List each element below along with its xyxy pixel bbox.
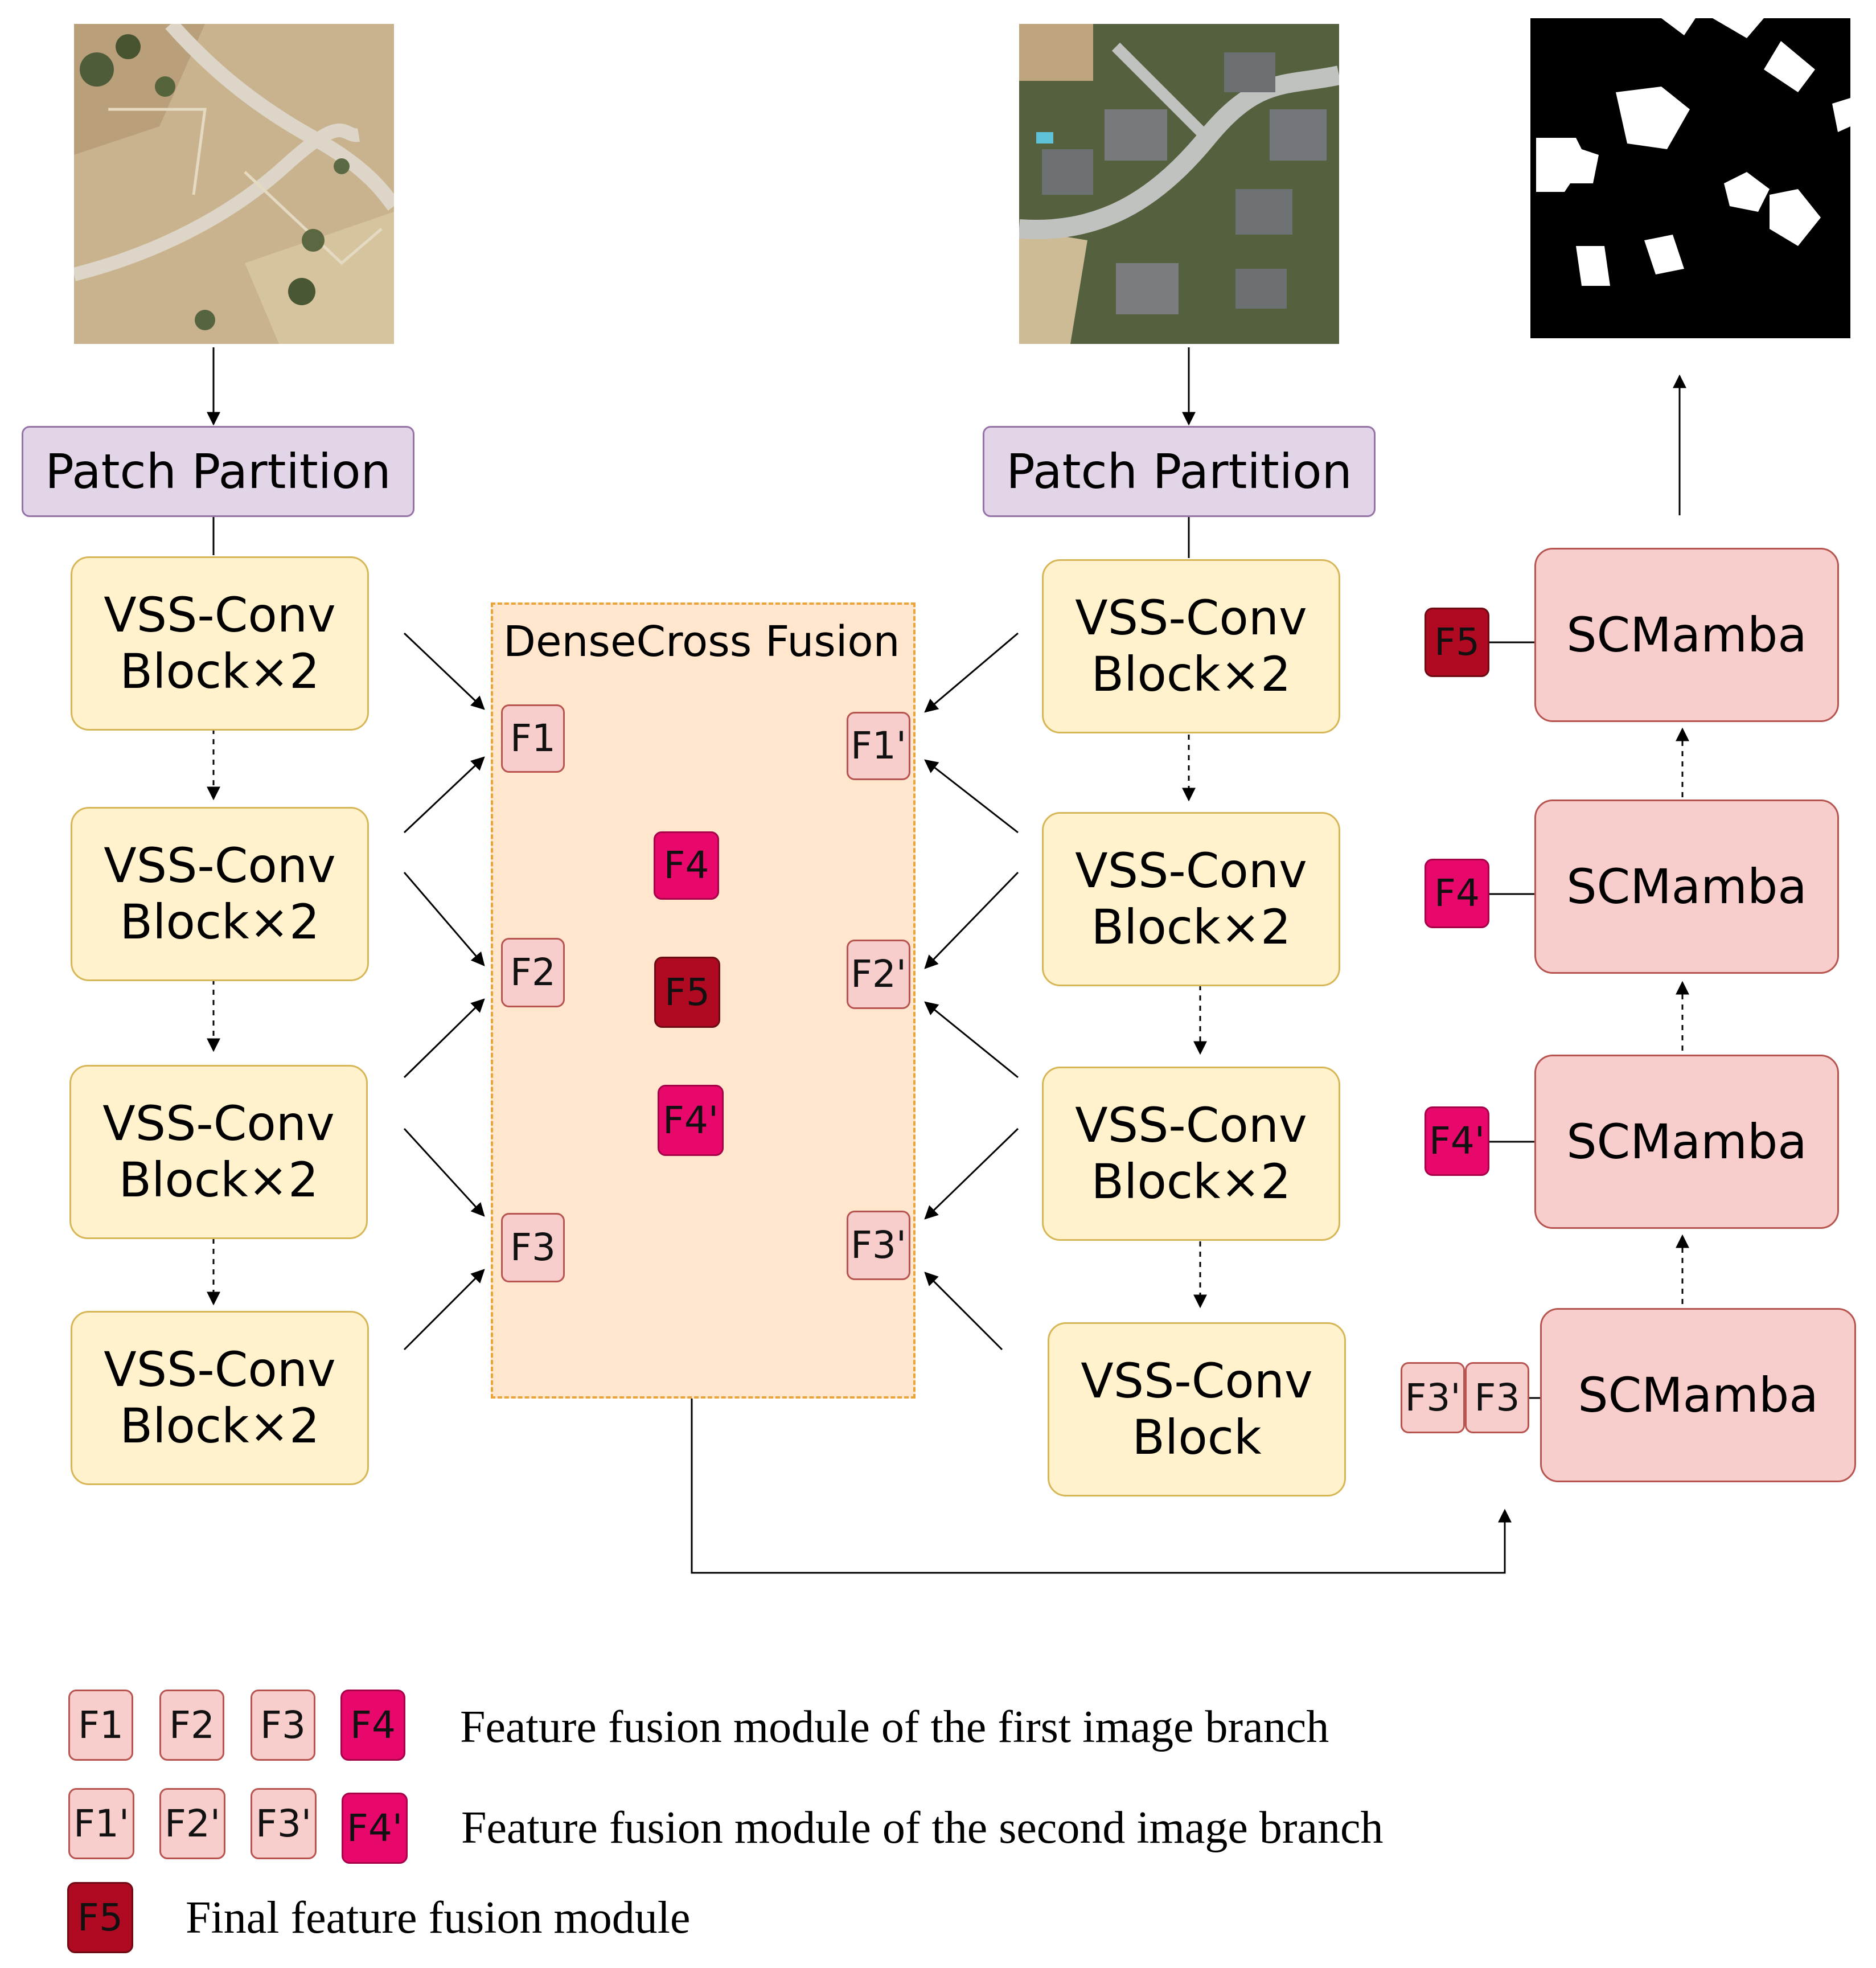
arrow-left2-to-f1 — [403, 756, 485, 834]
vss-block-label: VSS-Conv — [1075, 842, 1307, 899]
legend-f4: F4 — [340, 1690, 405, 1761]
scmamba-block-2: SCMamba — [1534, 800, 1839, 974]
vss-block-left-3: VSS-Conv Block×2 — [69, 1065, 368, 1239]
vss-block-label: Block — [1132, 1409, 1262, 1465]
legend-f3: F3 — [251, 1690, 315, 1761]
decoder-input-f5: F5 — [1425, 608, 1489, 677]
vss-block-label: VSS-Conv — [1075, 1097, 1307, 1153]
vss-block-label: Block×2 — [1091, 1154, 1291, 1210]
vss-block-label: Block×2 — [120, 1398, 320, 1454]
vss-block-left-1: VSS-Conv Block×2 — [71, 556, 369, 731]
vss-block-label: Block×2 — [1091, 646, 1291, 702]
arrow-left3-to-f2 — [403, 998, 485, 1079]
fusion-f4-prime: F4' — [658, 1085, 724, 1156]
patch-partition-left: Patch Partition — [22, 426, 414, 517]
vss-block-label: VSS-Conv — [104, 587, 336, 643]
fusion-f2: F2 — [501, 938, 565, 1007]
vss-block-label: VSS-Conv — [1081, 1352, 1313, 1409]
vss-block-label: VSS-Conv — [1075, 589, 1307, 646]
decoder-input-f4: F4 — [1425, 859, 1489, 928]
vss-block-right-1: VSS-Conv Block×2 — [1042, 559, 1340, 733]
scmamba-block-4: SCMamba — [1540, 1308, 1856, 1482]
legend-f2: F2 — [159, 1690, 224, 1761]
fusion-f3-prime: F3' — [847, 1211, 910, 1280]
legend-text-first-branch: Feature fusion module of the first image… — [460, 1702, 1329, 1752]
vss-block-left-2: VSS-Conv Block×2 — [71, 807, 369, 981]
vss-block-right-4: VSS-Conv Block — [1048, 1322, 1346, 1496]
legend-f2-prime: F2' — [159, 1788, 225, 1859]
arrow-right3-to-f3p — [924, 1128, 1019, 1220]
decoder-input-f3-prime: F3' — [1401, 1362, 1465, 1433]
legend-f4-prime: F4' — [342, 1793, 408, 1864]
legend-f3-prime: F3' — [251, 1788, 317, 1859]
arrow-right2-to-f1p — [924, 759, 1019, 834]
fusion-f4: F4 — [654, 831, 719, 900]
fusion-f5: F5 — [654, 957, 720, 1028]
vss-block-label: Block×2 — [1091, 899, 1291, 955]
vss-block-label: VSS-Conv — [102, 1095, 335, 1151]
vss-block-right-3: VSS-Conv Block×2 — [1042, 1067, 1340, 1241]
patch-partition-right: Patch Partition — [983, 426, 1376, 517]
legend-text-second-branch: Feature fusion module of the second imag… — [461, 1803, 1384, 1853]
legend-f1: F1 — [68, 1690, 133, 1761]
arrow-right2-to-f2p — [924, 871, 1019, 969]
arrow-left2-to-f2 — [403, 872, 485, 966]
legend-f1-prime: F1' — [68, 1788, 134, 1859]
arrow-left1-to-f1 — [403, 632, 485, 710]
fusion-f1: F1 — [501, 704, 565, 773]
legend-text-final: Final feature fusion module — [186, 1893, 691, 1943]
fusion-f2-prime: F2' — [847, 940, 910, 1009]
legend-f5: F5 — [67, 1882, 133, 1953]
fusion-f3: F3 — [501, 1213, 565, 1282]
arrow-fusion-to-decoder — [691, 1398, 1512, 1574]
fusion-f1-prime: F1' — [847, 712, 910, 780]
arrow-right4-to-f3p — [924, 1272, 1003, 1351]
vss-block-label: VSS-Conv — [104, 1341, 336, 1397]
decoder-input-f3: F3 — [1465, 1362, 1529, 1433]
input-image-after — [1019, 24, 1339, 344]
vss-block-right-2: VSS-Conv Block×2 — [1042, 812, 1340, 986]
vss-block-label: Block×2 — [120, 894, 320, 950]
vss-block-label: Block×2 — [118, 1152, 319, 1208]
output-building-mask — [1530, 18, 1850, 338]
arrow-left4-to-f3 — [403, 1269, 485, 1351]
vss-block-left-4: VSS-Conv Block×2 — [71, 1311, 369, 1485]
arrow-right1-to-f1p — [924, 632, 1019, 713]
vss-block-label: Block×2 — [120, 643, 320, 699]
vss-block-label: VSS-Conv — [104, 837, 336, 893]
scmamba-block-3: SCMamba — [1534, 1055, 1839, 1229]
arrow-left3-to-f3 — [403, 1128, 485, 1217]
arrow-right3-to-f2p — [924, 1001, 1019, 1079]
fusion-title: DenseCross Fusion — [503, 617, 900, 666]
decoder-input-f4-prime: F4' — [1425, 1106, 1489, 1176]
input-image-before — [74, 24, 394, 344]
scmamba-block-1: SCMamba — [1534, 548, 1839, 722]
